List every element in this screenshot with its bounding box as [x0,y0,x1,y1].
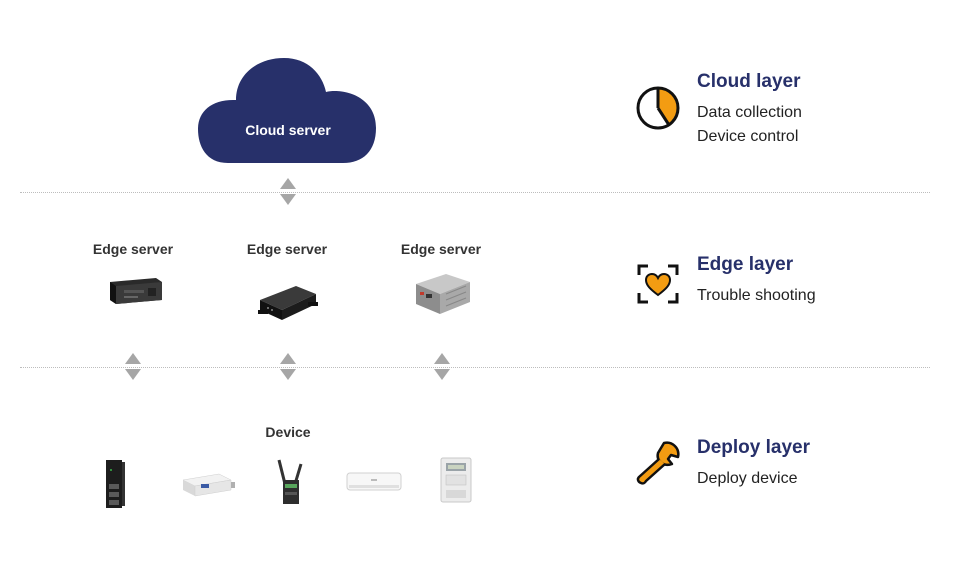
layer-divider [20,192,930,193]
deploy-layer-title: Deploy layer [697,437,810,458]
edge-server-label: Edge server [400,241,482,257]
electricity-meter-image [440,457,472,503]
cloud-layer-line: Device control [697,128,799,145]
edge-layer-title: Edge layer [697,254,794,275]
cloud-layer-line: Data collection [697,104,802,121]
cloud-shape [198,58,376,163]
box-server-image [258,286,318,320]
bidirectional-arrow-icon [280,178,296,205]
cloud-server-label: Cloud server [245,122,331,138]
layer-divider [20,367,930,368]
bidirectional-arrow-icon [280,353,296,380]
air-conditioner-image [346,472,402,491]
din-rail-switch-image [106,460,125,508]
edge-server-label: Edge server [92,241,174,257]
edge-server-label: Edge server [246,241,328,257]
cloud-layer-title: Cloud layer [697,71,801,92]
bidirectional-arrow-icon [125,353,141,380]
antenna-router-image [277,459,303,504]
bidirectional-arrow-icon [434,353,450,380]
edge-layer-line: Trouble shooting [697,287,816,304]
deploy-layer-line: Deploy device [697,470,798,487]
gateway-module-image [182,473,235,497]
wrench-icon [636,441,680,485]
device-label: Device [265,424,311,440]
fanless-server-image [416,274,470,314]
pie-chart-icon [636,86,680,130]
heart-scan-icon [637,264,679,304]
rack-server-image [110,278,162,304]
